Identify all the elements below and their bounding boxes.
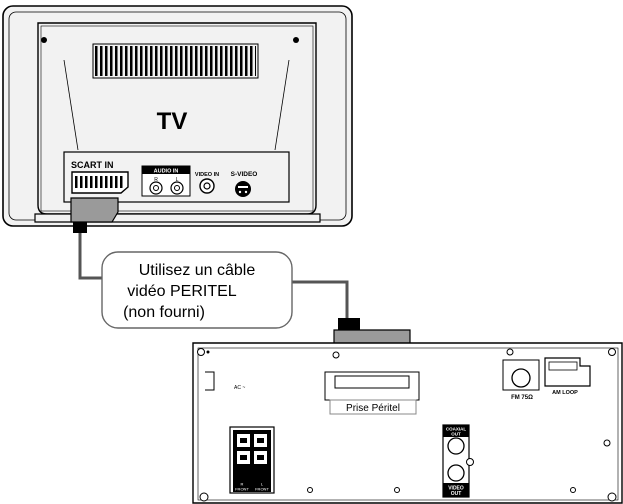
- callout-bubble: Utilisez un câble vidéo PERITEL (non fou…: [101, 251, 293, 329]
- tv-audio-l-jack[interactable]: [170, 181, 184, 195]
- unit-coaxial-label-2: OUT: [451, 432, 461, 437]
- tv-back-panel: TV SCART IN AUDIO IN R L VIDEO IN S-VIDE…: [2, 5, 353, 227]
- unit-front-label-l: FRONT: [255, 487, 269, 492]
- unit-video-out-label-1: VIDEO: [448, 486, 464, 492]
- tv-audio-r-jack[interactable]: [149, 181, 163, 195]
- unit-ac-inlet[interactable]: [205, 371, 215, 391]
- unit-rear-panel: AC ~ Prise Péritel FM 75Ω AM LOOP R L FR…: [192, 342, 623, 504]
- unit-coaxial-label-1: COAXIAL: [446, 427, 467, 432]
- unit-front-l: L: [261, 482, 264, 487]
- tv-svideo-jack[interactable]: [235, 181, 251, 197]
- tv-video-in-jack[interactable]: [199, 178, 215, 194]
- tv-label: TV: [157, 108, 188, 135]
- tv-audio-r: R: [154, 177, 158, 183]
- unit-front-label-r: FRONT: [235, 487, 249, 492]
- tv-svideo-label: S-VIDEO: [231, 171, 258, 178]
- unit-video-out-jack[interactable]: [447, 464, 465, 482]
- tv-scart-label: SCART IN: [71, 160, 114, 170]
- unit-ac-label: AC ~: [234, 385, 245, 391]
- callout-line-2: vidéo PERITEL: [127, 283, 236, 300]
- tv-video-label: VIDEO IN: [195, 172, 219, 178]
- unit-am-label: AM LOOP: [552, 390, 578, 396]
- unit-scart-label: Prise Péritel: [346, 403, 400, 414]
- callout-line-1: Utilisez un câble: [139, 262, 256, 279]
- tv-vent-grille: [92, 43, 259, 79]
- unit-fm-antenna-jack[interactable]: [511, 368, 531, 388]
- callout-line-3: (non fourni): [123, 304, 205, 321]
- unit-coaxial-out-jack[interactable]: [447, 437, 465, 455]
- unit-scart-label-box: [329, 399, 417, 415]
- unit-fm-label: FM 75Ω: [511, 395, 533, 401]
- unit-video-out-label-2: OUT: [451, 491, 462, 497]
- unit-front-r: R: [241, 482, 244, 487]
- tv-audio-l: L: [176, 177, 179, 183]
- tv-audio-label: AUDIO IN: [154, 169, 179, 175]
